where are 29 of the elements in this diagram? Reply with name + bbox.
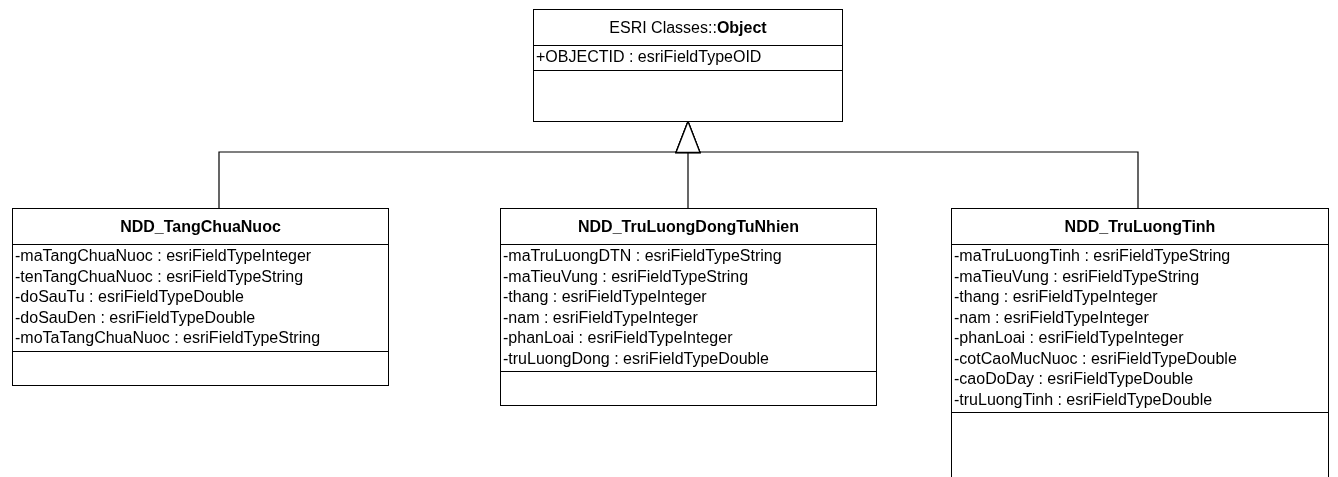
class-box (500, 208, 877, 406)
class-name: NDD_TruLuongTinh (952, 209, 1328, 245)
attribute-text: -maTieuVung : esriFieldTypeString (502, 266, 749, 287)
class-box (12, 208, 389, 386)
attribute-text: -truLuongTinh : esriFieldTypeDouble (953, 389, 1213, 410)
attribute-text: -maTieuVung : esriFieldTypeString (953, 266, 1200, 287)
attribute-text: -caoDoDay : esriFieldTypeDouble (953, 369, 1194, 389)
attribute-text: -thang : esriFieldTypeInteger (953, 287, 1158, 307)
attribute-text: -phanLoai : esriFieldTypeInteger (502, 328, 733, 348)
attribute-text: -truLuongDong : esriFieldTypeDouble (502, 348, 769, 369)
attribute-text: -phanLoai : esriFieldTypeInteger (953, 328, 1184, 348)
attribute-text: -thang : esriFieldTypeInteger (502, 287, 707, 307)
attribute-text: -cotCaoMucNuoc : esriFieldTypeDouble (953, 348, 1237, 369)
attribute-text: -maTruLuongTinh : esriFieldTypeString (953, 246, 1231, 266)
attribute-text: -nam : esriFieldTypeInteger (502, 307, 698, 328)
class-name: ESRI Classes::Object (534, 10, 842, 46)
attribute-text: -doSauTu : esriFieldTypeDouble (14, 287, 244, 307)
generalization-arrow (675, 120, 1139, 209)
class-box (951, 208, 1329, 477)
class-name: NDD_TruLuongDongTuNhien (501, 209, 876, 245)
attribute-text: -tenTangChuaNuoc : esriFieldTypeString (14, 266, 304, 287)
attribute-text: -maTruLuongDTN : esriFieldTypeString (502, 246, 782, 266)
attribute-text: -doSauDen : esriFieldTypeDouble (14, 307, 256, 328)
attribute-text: +OBJECTID : esriFieldTypeOID (535, 47, 762, 67)
class-box (533, 9, 843, 122)
class-name: NDD_TangChuaNuoc (13, 209, 388, 245)
attribute-text: -moTaTangChuaNuoc : esriFieldTypeString (14, 328, 321, 348)
attribute-text: -nam : esriFieldTypeInteger (953, 307, 1149, 328)
attribute-text: -maTangChuaNuoc : esriFieldTypeInteger (14, 246, 312, 266)
